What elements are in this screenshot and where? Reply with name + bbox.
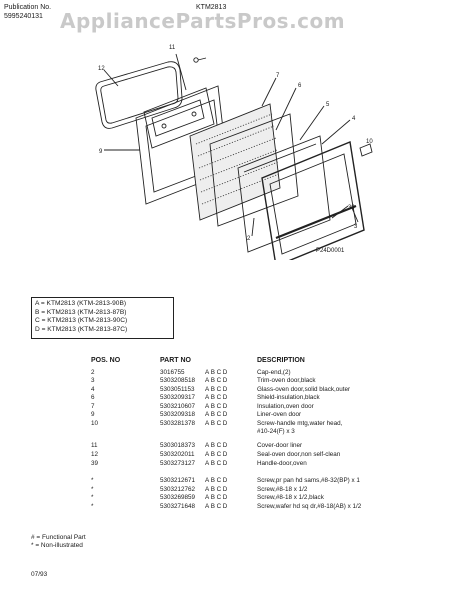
insulation-shield: [209, 113, 299, 227]
page-date: 07/93: [31, 571, 48, 578]
callout-2: 2: [247, 236, 251, 242]
callout-6: 6: [298, 83, 302, 89]
model-title: KTM2813: [196, 4, 227, 11]
outer-door-glass: [237, 135, 331, 253]
legend-entry-b: B = KTM2813 (KTM-2813-87B): [35, 308, 127, 316]
publication-number: 5995240131: [4, 13, 43, 20]
seal-part: [95, 61, 183, 129]
exploded-door-diagram: [95, 53, 373, 260]
header-part-no: PART NO: [160, 357, 191, 364]
door-liner-cover: [143, 87, 215, 149]
door-handle: [275, 204, 357, 240]
legend-entry-d: D = KTM2813 (KTM-2813-87C): [35, 325, 128, 333]
callout-9: 9: [99, 149, 103, 155]
callout-7: 7: [276, 73, 280, 79]
header-description: DESCRIPTION: [257, 357, 305, 364]
model-legend: A = KTM2813 (KTM-2813-90B) B = KTM2813 (…: [31, 297, 174, 339]
callout-3: 3: [354, 224, 358, 230]
callout-10: 10: [366, 139, 373, 145]
oven-door-trim: [261, 141, 365, 260]
non-illustrated-note: * = Non-illustrated: [31, 542, 83, 549]
figure-code: P24D0001: [316, 248, 345, 254]
legend-entry-a: A = KTM2813 (KTM-2813-90B): [35, 300, 127, 307]
callout-4: 4: [352, 116, 356, 122]
callout-5: 5: [326, 102, 330, 108]
callout-11: 11: [169, 45, 176, 51]
header-pos-no: POS. NO: [91, 357, 121, 364]
functional-part-note: # = Functional Part: [31, 534, 86, 541]
callout-12: 12: [98, 66, 105, 72]
callout-39: 39: [348, 205, 355, 211]
publication-label: Publication No.: [4, 4, 52, 11]
legend-entry-c: C = KTM2813 (KTM-2813-90C): [35, 317, 128, 325]
door-insulation: [189, 103, 281, 221]
watermark: AppliancePartsPros.com: [60, 9, 346, 33]
